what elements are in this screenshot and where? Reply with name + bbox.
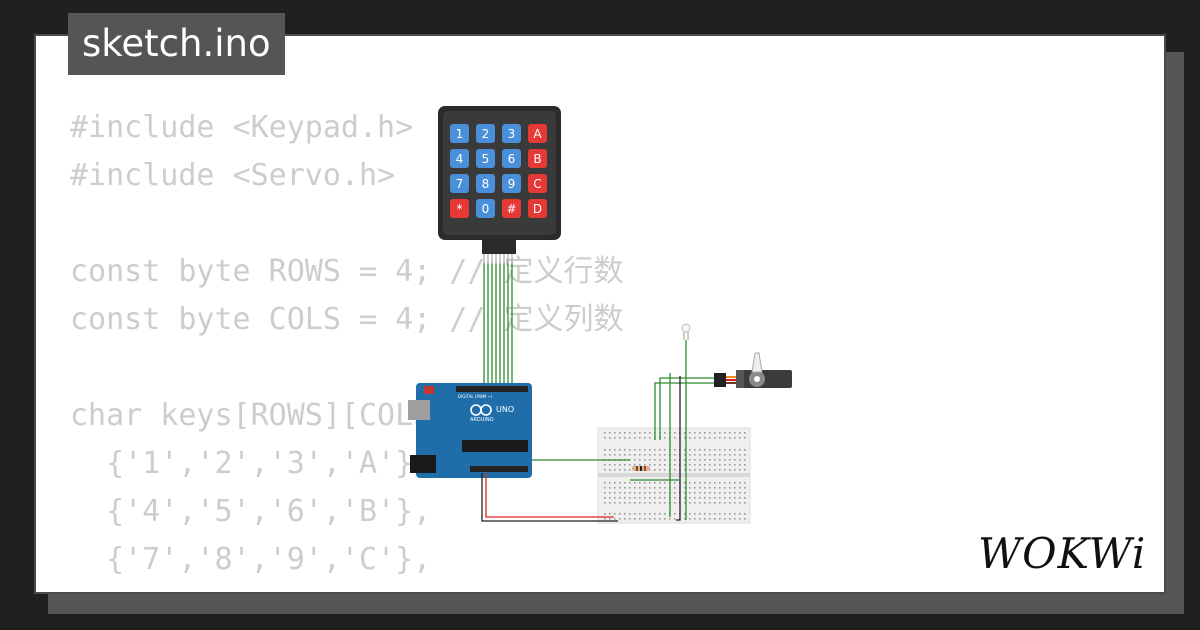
code-line: #include <Servo.h> <box>70 158 396 193</box>
code-line: {'4','5','6','B'}, <box>70 494 432 529</box>
keypad-key[interactable]: 7 <box>450 174 469 193</box>
keypad-key-label: 5 <box>482 152 490 166</box>
keypad-key-label: D <box>533 202 542 216</box>
keypad-key-label: 4 <box>456 152 464 166</box>
keypad-key-label: 7 <box>456 177 464 191</box>
code-listing: #include <Keypad.h> #include <Servo.h> con… <box>70 104 624 592</box>
code-line: #include <Keypad.h> <box>70 110 414 145</box>
analog-header <box>470 466 528 472</box>
keypad-key-label: # <box>506 202 516 216</box>
digital-header <box>456 386 528 392</box>
keypad-key-label: 0 <box>482 202 490 216</box>
keypad-key[interactable]: D <box>528 199 547 218</box>
reset-button[interactable] <box>424 386 434 394</box>
keypad-key-label: 2 <box>482 127 490 141</box>
keypad-key[interactable]: 3 <box>502 124 521 143</box>
code-line: {'1','2','3','A'}, <box>70 446 432 481</box>
preview-card: #include <Keypad.h> #include <Servo.h> con… <box>34 34 1166 594</box>
keypad-key[interactable]: 5 <box>476 149 495 168</box>
wokwi-logo-text: WOKWi <box>978 529 1146 578</box>
keypad-key[interactable]: 9 <box>502 174 521 193</box>
keypad-key[interactable]: * <box>450 199 469 218</box>
filename-tab: sketch.ino <box>68 13 285 75</box>
resistor <box>632 466 650 471</box>
digital-label: DIGITAL (PWM ~) <box>458 394 493 399</box>
keypad-key-label: 3 <box>508 127 516 141</box>
keypad-key[interactable]: 1 <box>450 124 469 143</box>
keypad-key[interactable]: 2 <box>476 124 495 143</box>
keypad-key[interactable]: A <box>528 124 547 143</box>
code-line: {'*','0','#','D'} <box>70 584 623 592</box>
usb-port <box>408 400 430 420</box>
keypad-key-label: A <box>533 127 542 141</box>
atmega-chip <box>462 440 528 452</box>
servo-horn <box>751 352 763 373</box>
power-jack <box>410 455 436 473</box>
board-model: UNO <box>496 405 514 414</box>
led <box>681 323 691 340</box>
keypad-key-label: 6 <box>508 152 516 166</box>
keypad-key[interactable]: 0 <box>476 199 495 218</box>
breadboard[interactable] <box>597 427 751 524</box>
keypad-key[interactable]: 4 <box>450 149 469 168</box>
keypad-key[interactable]: # <box>502 199 521 218</box>
keypad-key[interactable]: C <box>528 174 547 193</box>
keypad-key[interactable]: 6 <box>502 149 521 168</box>
code-line: char keys[ROWS][COLS] = { <box>70 398 522 433</box>
keypad-key[interactable]: B <box>528 149 547 168</box>
keypad-key-label: 9 <box>508 177 516 191</box>
keypad-4x4[interactable]: 1 2 3 A 4 5 6 B 7 8 9 C * 0 # D <box>438 106 561 264</box>
code-line: const byte COLS = 4; // 定义列数 <box>70 302 624 337</box>
wokwi-logo: WOKWi <box>978 529 1146 578</box>
circuit-wires <box>481 340 716 522</box>
keypad-key-label: C <box>533 177 541 191</box>
servo-motor[interactable] <box>714 352 792 388</box>
keypad-key-label: 1 <box>456 127 464 141</box>
keypad-key-label: B <box>533 152 541 166</box>
keypad-key[interactable]: 8 <box>476 174 495 193</box>
code-line: {'7','8','9','C'}, <box>70 542 432 577</box>
keypad-connector <box>482 240 516 254</box>
keypad-key-label: * <box>457 202 463 216</box>
arduino-uno[interactable]: UNO ARDUINO DIGITAL (PWM ~) <box>408 383 532 478</box>
keypad-wires <box>483 262 513 388</box>
board-brand: ARDUINO <box>470 417 494 423</box>
code-line: const byte ROWS = 4; // 定义行数 <box>70 254 624 289</box>
keypad-key-label: 8 <box>482 177 490 191</box>
